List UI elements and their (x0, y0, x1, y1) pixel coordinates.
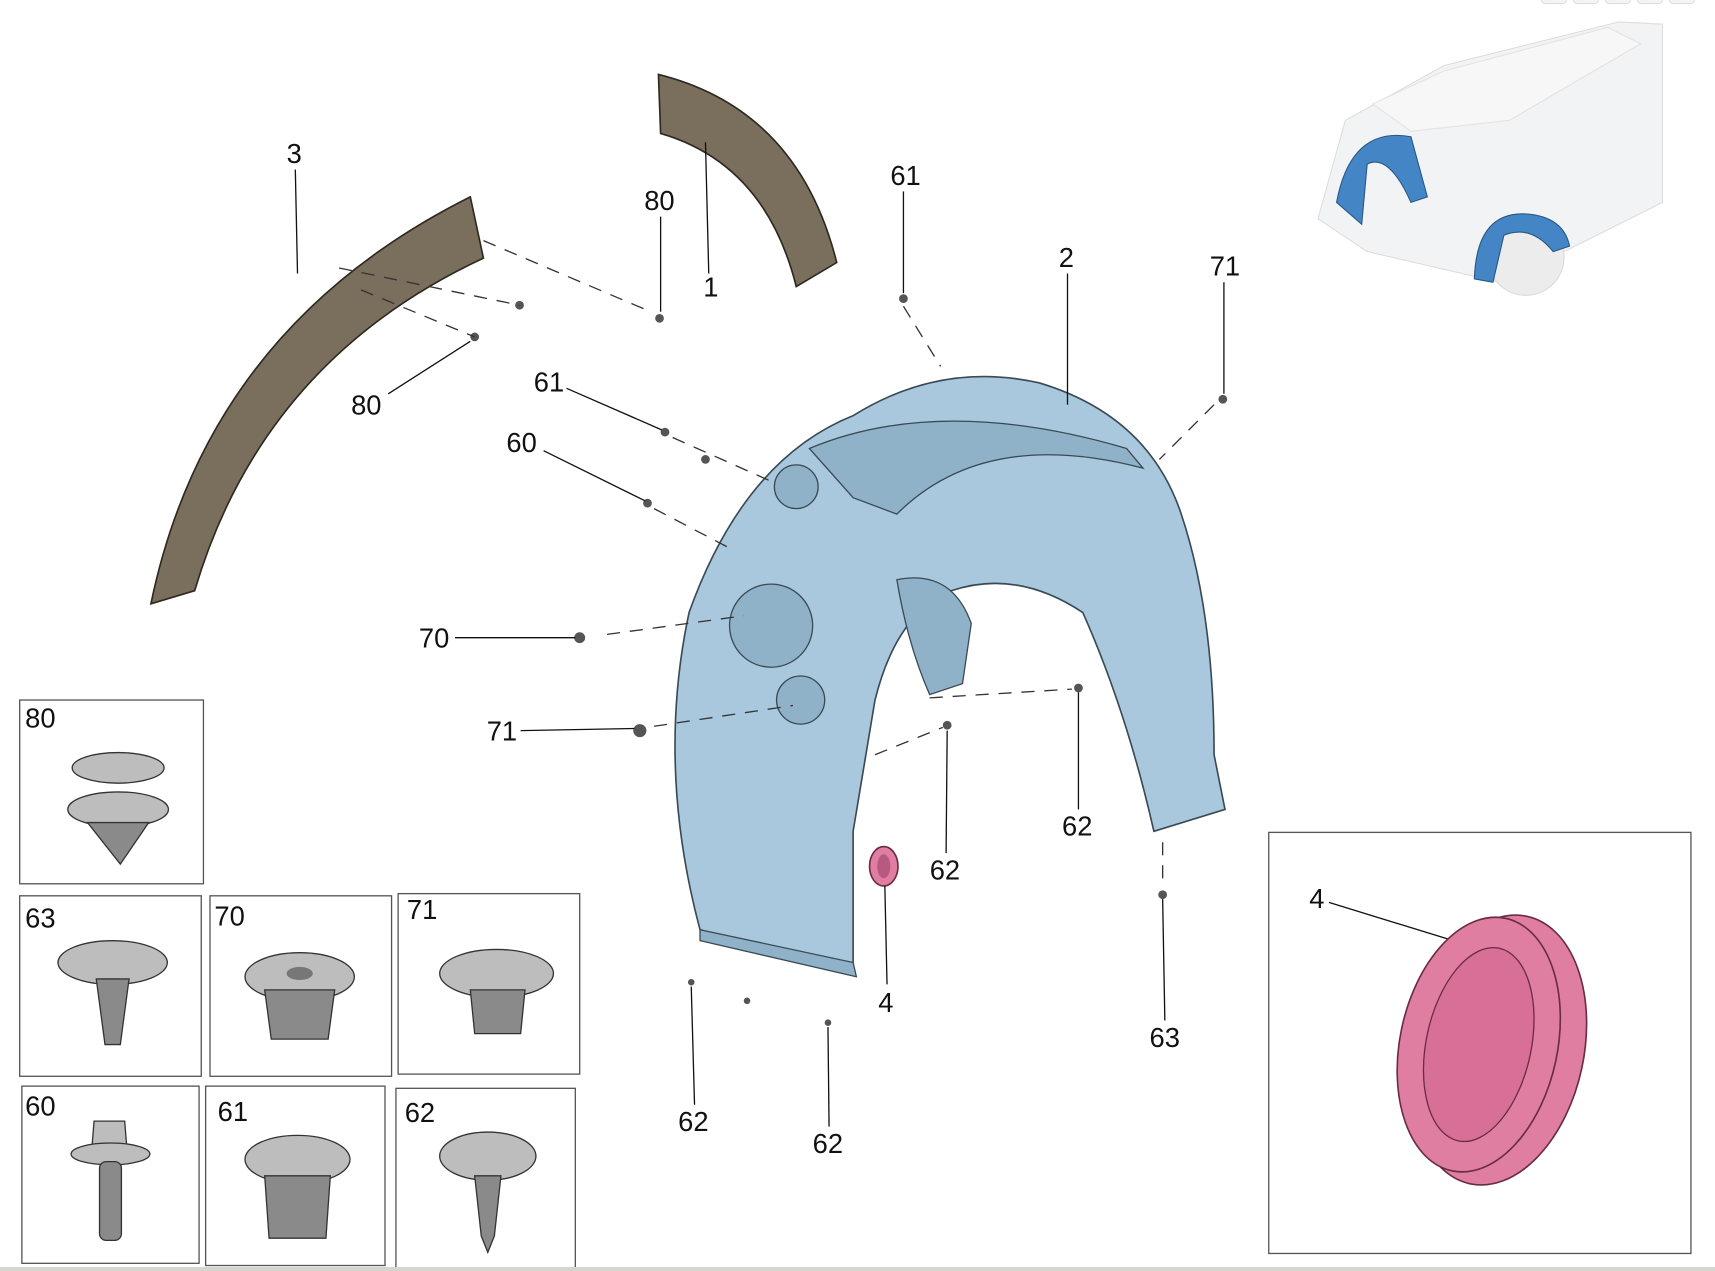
detail-box-80[interactable]: 80 (19, 699, 205, 885)
fasteners (470, 294, 1228, 1026)
callout-4: 4 (878, 987, 893, 1018)
detail-label: 61 (218, 1096, 248, 1127)
callout-61: 61 (534, 367, 564, 398)
detail-label: 60 (25, 1091, 55, 1122)
wheel-house-liner-2 (674, 375, 1226, 978)
detail-label: 71 (407, 894, 437, 925)
detail-box-70[interactable]: 70 (209, 895, 393, 1077)
viewer-toolbar (1541, 0, 1695, 4)
callout-63: 63 (1150, 1022, 1180, 1053)
assembly-lines (338, 240, 1215, 889)
callout-62: 62 (1062, 811, 1092, 842)
callout-62: 62 (678, 1106, 708, 1137)
detail-label: 80 (25, 702, 55, 733)
inset-label: 4 (1309, 883, 1324, 914)
callout-61: 61 (890, 160, 920, 191)
callout-62: 62 (930, 854, 960, 885)
detail-inset-grommet-4[interactable]: 4 (1268, 831, 1692, 1255)
detail-label: 62 (405, 1097, 435, 1128)
vehicle-locator-view (1317, 21, 1664, 296)
callout-3: 3 (287, 138, 302, 169)
callout-1: 1 (703, 271, 718, 302)
detail-box-60[interactable]: 60 (21, 1085, 200, 1264)
detail-box-62[interactable]: 62 (395, 1087, 576, 1269)
callout-71: 71 (487, 716, 517, 747)
detail-label: 70 (214, 900, 244, 931)
callout-80: 80 (644, 185, 674, 216)
callout-60: 60 (506, 427, 536, 458)
callout-2: 2 (1059, 242, 1074, 273)
detail-box-61[interactable]: 61 (204, 1085, 386, 1267)
callout-71: 71 (1210, 251, 1240, 282)
detail-box-63[interactable]: 63 (19, 895, 202, 1077)
callout-62: 62 (813, 1128, 843, 1159)
wheel-arch-trim-3 (149, 195, 485, 605)
front-liner-highlight (1473, 213, 1571, 283)
detail-label: 63 (25, 903, 55, 934)
leader-lines (294, 142, 1225, 1127)
callout-70: 70 (419, 623, 449, 654)
status-bar (0, 1267, 1715, 1271)
detail-box-71[interactable]: 71 (397, 892, 581, 1075)
wheel-arch-trim-1 (657, 73, 838, 288)
callout-80: 80 (351, 390, 381, 421)
rear-liner-highlight (1335, 134, 1429, 226)
